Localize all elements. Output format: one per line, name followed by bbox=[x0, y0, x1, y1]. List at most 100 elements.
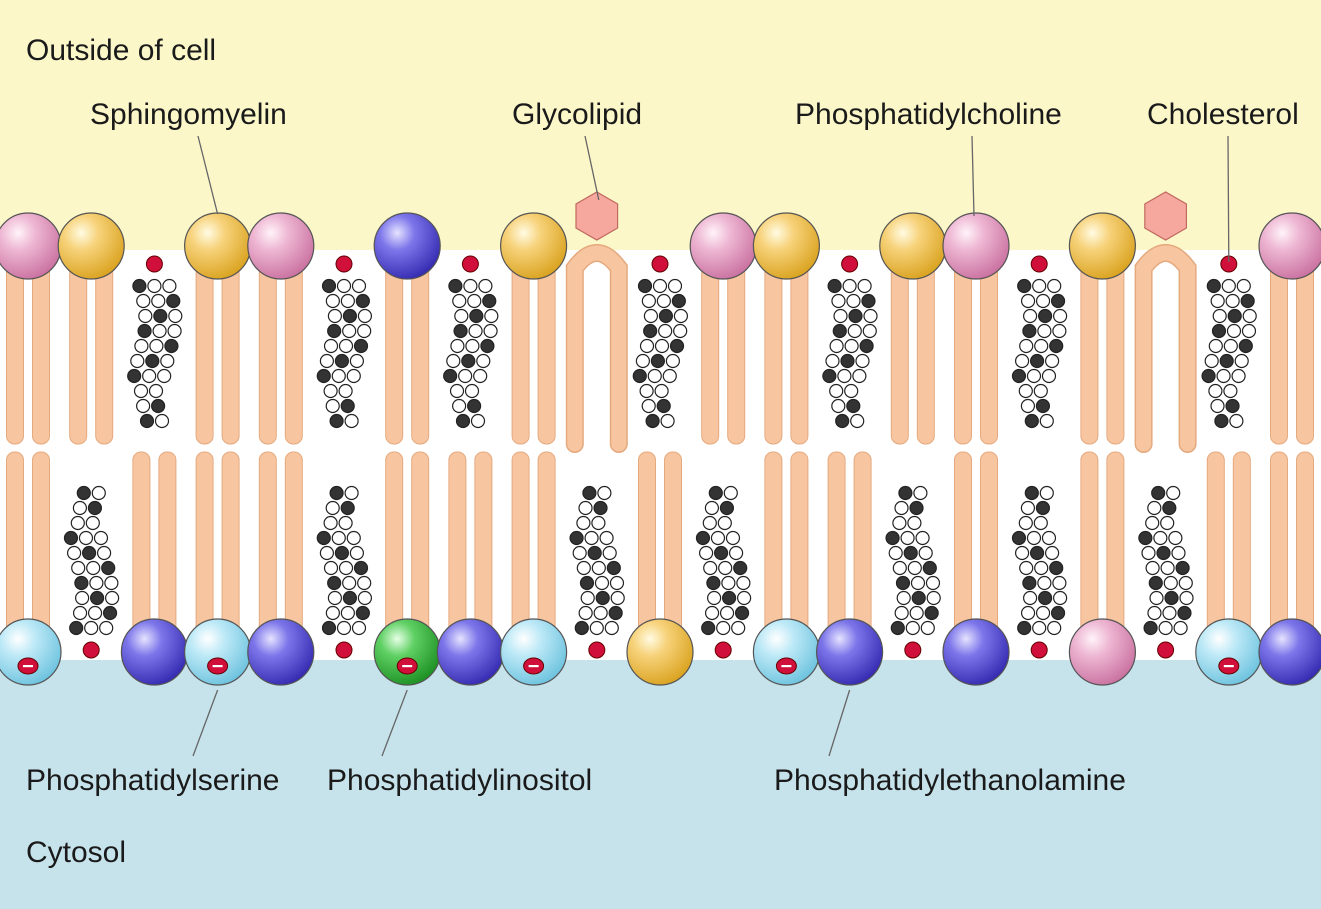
sterol-atom bbox=[641, 293, 656, 309]
leader-line bbox=[1227, 135, 1230, 263]
fatty-acid-tail bbox=[890, 255, 909, 445]
fatty-acid-tail bbox=[132, 451, 151, 641]
cytosol-region bbox=[0, 660, 1321, 909]
sterol-atom bbox=[137, 323, 152, 339]
sterol-atom bbox=[453, 323, 468, 339]
sterol-atom bbox=[167, 323, 182, 339]
sterol-atom bbox=[149, 338, 164, 354]
hydroxyl-group-icon bbox=[904, 641, 922, 659]
sterol-atom bbox=[1037, 575, 1052, 591]
sterol-atom bbox=[458, 368, 473, 384]
sterol-atom bbox=[1231, 368, 1246, 384]
sterol-atom bbox=[862, 323, 877, 339]
sterol-atom bbox=[903, 545, 918, 561]
sterol-atom bbox=[1044, 353, 1060, 369]
fatty-acid-tail bbox=[827, 451, 846, 641]
hydroxyl-group-icon bbox=[1157, 641, 1175, 659]
sterol-atom bbox=[885, 530, 900, 546]
sterol-atom bbox=[166, 293, 181, 309]
cholesterol-molecule bbox=[316, 255, 373, 429]
sterol-atom bbox=[654, 338, 670, 354]
sterol-atom bbox=[1162, 500, 1177, 516]
sterol-atom bbox=[907, 515, 922, 531]
sterol-atom bbox=[911, 590, 926, 606]
sterol-atom bbox=[1017, 278, 1032, 294]
sterol-atom bbox=[717, 515, 732, 531]
phosphatidylcholine-head bbox=[247, 212, 315, 280]
cholesterol-molecule bbox=[1011, 485, 1068, 659]
sterol-atom bbox=[639, 338, 655, 354]
sterol-atom bbox=[473, 368, 488, 384]
sterol-atom bbox=[325, 398, 340, 414]
phosphatidylcholine-head bbox=[689, 212, 757, 280]
fatty-acid-tail bbox=[284, 451, 303, 641]
fatty-acid-tail bbox=[1206, 451, 1225, 641]
phosphatidylcholine-molecule bbox=[689, 212, 757, 445]
sterol-atom bbox=[1035, 500, 1051, 516]
sterol-atom bbox=[342, 323, 357, 339]
sterol-atom bbox=[608, 605, 623, 621]
sterol-atom bbox=[1035, 398, 1051, 414]
sterol-atom bbox=[1149, 590, 1164, 606]
sterol-atom bbox=[1175, 560, 1190, 576]
sterol-atom bbox=[1020, 500, 1036, 516]
phosphatidylserine-molecule bbox=[1195, 451, 1263, 686]
fatty-acid-tail bbox=[1296, 255, 1314, 445]
sterol-atom bbox=[319, 545, 334, 561]
sterol-atom bbox=[1023, 590, 1038, 606]
sterol-atom bbox=[1035, 293, 1051, 309]
sterol-atom bbox=[467, 398, 482, 414]
sphingomyelin-molecule bbox=[1068, 212, 1137, 445]
sterol-atom bbox=[470, 413, 486, 429]
fatty-acid-tail bbox=[764, 451, 783, 641]
phosphatidylserine-molecule bbox=[184, 451, 252, 686]
sterol-atom bbox=[338, 338, 354, 354]
sterol-atom bbox=[340, 293, 355, 309]
fatty-acid-tail bbox=[32, 451, 50, 641]
sphingomyelin-molecule bbox=[752, 212, 821, 445]
sterol-atom bbox=[476, 353, 491, 369]
sterol-atom bbox=[99, 620, 114, 636]
fatty-acid-tail bbox=[69, 255, 88, 445]
sterol-atom bbox=[327, 323, 342, 339]
leader-line bbox=[971, 135, 975, 217]
sterol-atom bbox=[463, 278, 478, 294]
hydroxyl-group-icon bbox=[1030, 255, 1048, 273]
glycolipid-tail-fill bbox=[567, 245, 627, 452]
sterol-atom bbox=[578, 500, 593, 516]
phosphatidylcholine-label: Phosphatidylcholine bbox=[795, 98, 1062, 131]
sterol-atom bbox=[1206, 278, 1221, 294]
sterol-atom bbox=[847, 323, 862, 339]
sterol-atom bbox=[718, 560, 733, 576]
cholesterol-molecule bbox=[1201, 255, 1257, 429]
sterol-atom bbox=[78, 530, 94, 546]
fatty-acid-tail bbox=[385, 451, 404, 641]
sterol-atom bbox=[329, 413, 344, 429]
fatty-acid-tail bbox=[790, 255, 809, 445]
fatty-acid-tail bbox=[411, 451, 430, 641]
sterol-atom bbox=[1026, 368, 1042, 384]
sterol-atom bbox=[1014, 545, 1030, 561]
sterol-atom bbox=[609, 575, 625, 591]
fatty-acid-tail bbox=[158, 451, 177, 641]
sterol-atom bbox=[641, 398, 656, 414]
sphingomyelin-molecule bbox=[626, 451, 694, 686]
sterol-atom bbox=[84, 620, 99, 636]
fatty-acid-tail bbox=[258, 255, 277, 445]
minus-sign-icon bbox=[528, 665, 539, 668]
sterol-atom bbox=[831, 293, 846, 309]
sterol-atom bbox=[1208, 383, 1223, 399]
cytosol-label: Cytosol bbox=[26, 836, 126, 869]
phosphatidylethanolamine-head bbox=[942, 618, 1010, 686]
sterol-atom bbox=[478, 278, 493, 294]
leader-lines bbox=[192, 135, 1230, 757]
sterol-atom bbox=[1204, 353, 1219, 369]
sterol-atom bbox=[1049, 338, 1064, 354]
sterol-atom bbox=[134, 338, 149, 354]
sterol-atom bbox=[892, 560, 907, 576]
sterol-atom bbox=[323, 560, 339, 576]
sterol-atom bbox=[1018, 383, 1033, 399]
cholesterol-molecule bbox=[316, 485, 373, 659]
sterol-atom bbox=[1041, 368, 1057, 384]
lipid-layer bbox=[0, 191, 1321, 686]
